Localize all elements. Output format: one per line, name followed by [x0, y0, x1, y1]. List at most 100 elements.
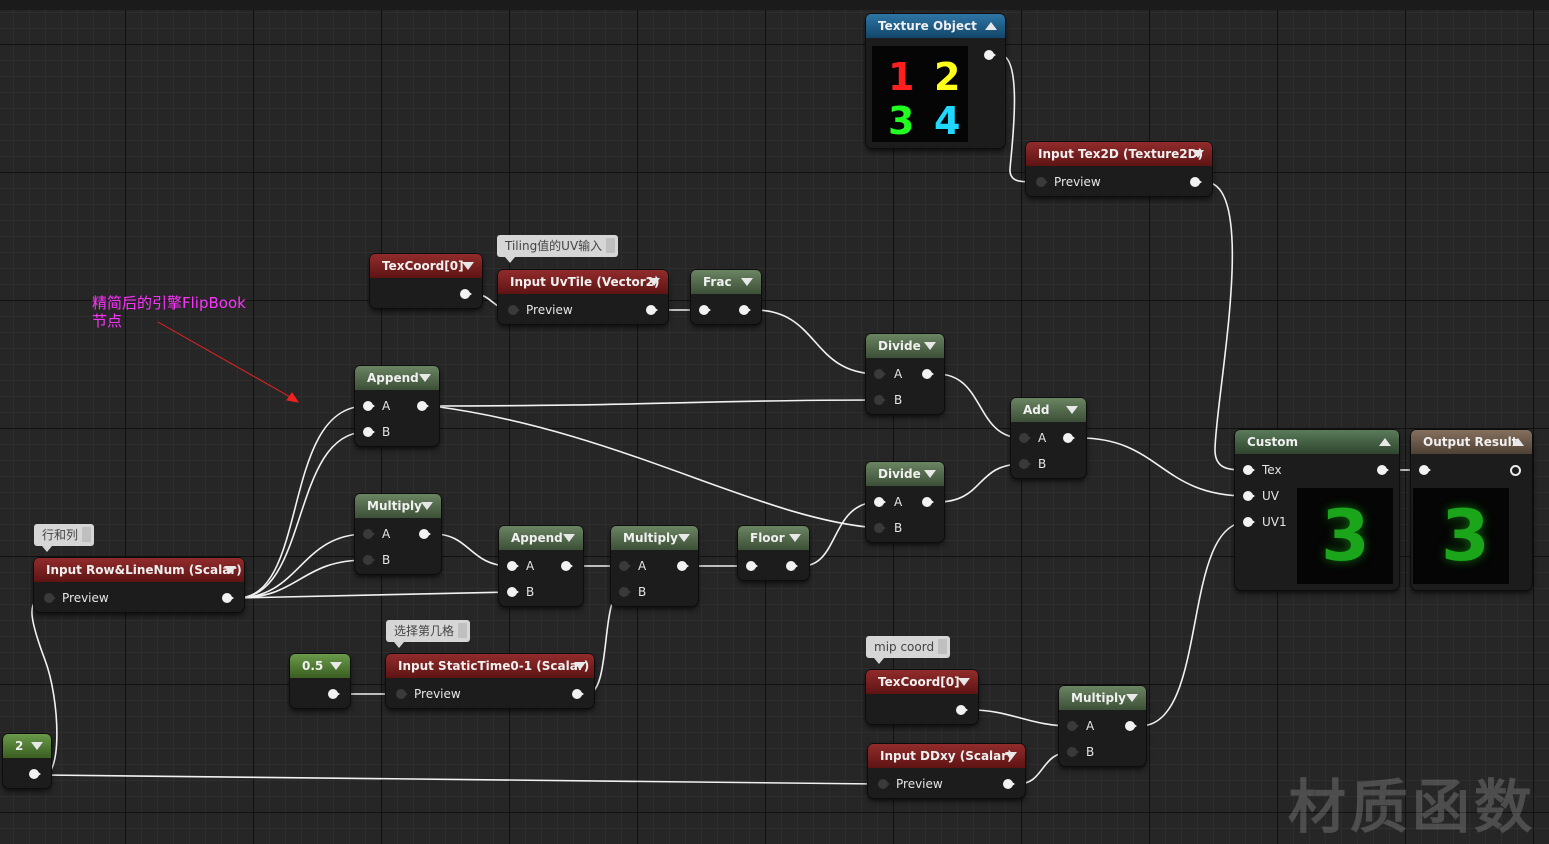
pin-icon[interactable] [82, 527, 92, 542]
input-statictime-node[interactable]: Input StaticTime0-1 (Scalar) Preview [386, 654, 594, 708]
input-pin[interactable] [1419, 465, 1431, 475]
input-pin-a[interactable] [507, 561, 519, 571]
output-pin[interactable] [677, 561, 689, 571]
comment-mip[interactable]: mip coord [866, 636, 951, 664]
output-result-node[interactable]: Output Result 3 [1411, 430, 1532, 590]
input-pin-b[interactable] [874, 523, 886, 533]
input-tex2d-node[interactable]: Input Tex2D (Texture2D) Preview [1026, 142, 1212, 196]
input-uvtile-node[interactable]: Input UvTile (Vector2) Preview [498, 270, 668, 324]
texcoord-node[interactable]: TexCoord[0] [370, 254, 482, 308]
collapse-arrow-icon[interactable] [1379, 438, 1391, 446]
input-pin[interactable] [746, 561, 758, 571]
input-pin-b[interactable] [1019, 459, 1031, 469]
append-node-top[interactable]: Append A B [355, 366, 439, 446]
input-rowline-node[interactable]: Input Row&LineNum (Scalar) Preview [34, 558, 244, 612]
collapse-arrow-icon[interactable] [421, 502, 433, 510]
input-pin-uv1[interactable] [1243, 517, 1255, 527]
constant-0.5-node[interactable]: 0.5 [290, 654, 350, 708]
collapse-arrow-icon[interactable] [563, 534, 575, 542]
input-pin-uv[interactable] [1243, 491, 1255, 501]
output-pin[interactable] [1125, 721, 1137, 731]
collapse-arrow-icon[interactable] [741, 278, 753, 286]
divide-node-top[interactable]: Divide A B [866, 334, 944, 414]
collapse-arrow-icon[interactable] [924, 342, 936, 350]
input-pin-a[interactable] [874, 369, 886, 379]
multiply-node-mid[interactable]: Multiply A B [611, 526, 698, 606]
preview-input-pin[interactable] [44, 593, 56, 603]
output-pin[interactable] [1190, 177, 1202, 187]
collapse-arrow-icon[interactable] [1192, 150, 1204, 158]
input-pin-b[interactable] [363, 427, 375, 437]
preview-input-pin[interactable] [508, 305, 520, 315]
input-pin[interactable] [699, 305, 711, 315]
multiply-node-right[interactable]: Multiply A B [1059, 686, 1146, 766]
comment-rowcol[interactable]: 行和列 [34, 524, 95, 552]
comment-select[interactable]: 选择第几格 [386, 620, 471, 648]
collapse-arrow-icon[interactable] [924, 470, 936, 478]
output-ring-pin[interactable] [1510, 465, 1521, 476]
texture-object-node[interactable]: Texture Object 1 2 3 4 [866, 14, 1005, 148]
input-pin-b[interactable] [507, 587, 519, 597]
collapse-arrow-icon[interactable] [462, 262, 474, 270]
output-pin[interactable] [572, 689, 584, 699]
collapse-arrow-icon[interactable] [1066, 406, 1078, 414]
output-pin[interactable] [646, 305, 658, 315]
divide-node-bottom[interactable]: Divide A B [866, 462, 944, 542]
output-pin[interactable] [460, 289, 472, 299]
preview-input-pin[interactable] [1036, 177, 1048, 187]
output-pin[interactable] [739, 305, 751, 315]
constant-2-node[interactable]: 2 [3, 734, 51, 788]
collapse-arrow-icon[interactable] [31, 742, 43, 750]
preview-input-pin[interactable] [878, 779, 890, 789]
collapse-arrow-icon[interactable] [419, 374, 431, 382]
input-pin-b[interactable] [874, 395, 886, 405]
pin-icon[interactable] [458, 623, 468, 638]
collapse-arrow-icon[interactable] [330, 662, 342, 670]
collapse-arrow-icon[interactable] [985, 22, 997, 30]
collapse-arrow-icon[interactable] [789, 534, 801, 542]
pin-icon[interactable] [606, 238, 616, 253]
append-node-mid[interactable]: Append A B [499, 526, 583, 606]
comment-tiling[interactable]: Tiling值的UV输入 [497, 235, 619, 263]
input-pin-a[interactable] [874, 497, 886, 507]
collapse-arrow-icon[interactable] [1512, 438, 1524, 446]
input-ddxy-node[interactable]: Input DDxy (Scalar) Preview [868, 744, 1025, 798]
output-pin[interactable] [29, 769, 41, 779]
output-pin[interactable] [222, 593, 234, 603]
output-pin[interactable] [922, 497, 934, 507]
input-pin-b[interactable] [1067, 747, 1079, 757]
output-pin[interactable] [984, 50, 996, 60]
output-pin[interactable] [328, 689, 340, 699]
output-pin[interactable] [1063, 433, 1075, 443]
custom-node[interactable]: Custom Tex UV UV1 3 [1235, 430, 1399, 590]
collapse-arrow-icon[interactable] [648, 278, 660, 286]
collapse-arrow-icon[interactable] [958, 678, 970, 686]
collapse-arrow-icon[interactable] [574, 662, 586, 670]
output-pin[interactable] [419, 529, 431, 539]
input-pin-a[interactable] [363, 529, 375, 539]
output-pin[interactable] [786, 561, 798, 571]
collapse-arrow-icon[interactable] [1126, 694, 1138, 702]
output-pin[interactable] [1377, 465, 1389, 475]
output-pin[interactable] [561, 561, 573, 571]
input-pin-tex[interactable] [1243, 465, 1255, 475]
output-pin[interactable] [956, 705, 968, 715]
input-pin-b[interactable] [619, 587, 631, 597]
multiply-node-left[interactable]: Multiply A B [355, 494, 441, 574]
pin-icon[interactable] [938, 639, 948, 654]
input-pin-a[interactable] [363, 401, 375, 411]
collapse-arrow-icon[interactable] [1005, 752, 1017, 760]
output-pin[interactable] [417, 401, 429, 411]
collapse-arrow-icon[interactable] [224, 566, 236, 574]
input-pin-a[interactable] [1019, 433, 1031, 443]
collapse-arrow-icon[interactable] [678, 534, 690, 542]
output-pin[interactable] [922, 369, 934, 379]
frac-node[interactable]: Frac [691, 270, 761, 324]
output-pin[interactable] [1003, 779, 1015, 789]
preview-input-pin[interactable] [396, 689, 408, 699]
input-pin-a[interactable] [1067, 721, 1079, 731]
input-pin-b[interactable] [363, 555, 375, 565]
input-pin-a[interactable] [619, 561, 631, 571]
texcoord-node-bottom[interactable]: TexCoord[0] [866, 670, 978, 724]
floor-node[interactable]: Floor [738, 526, 809, 580]
